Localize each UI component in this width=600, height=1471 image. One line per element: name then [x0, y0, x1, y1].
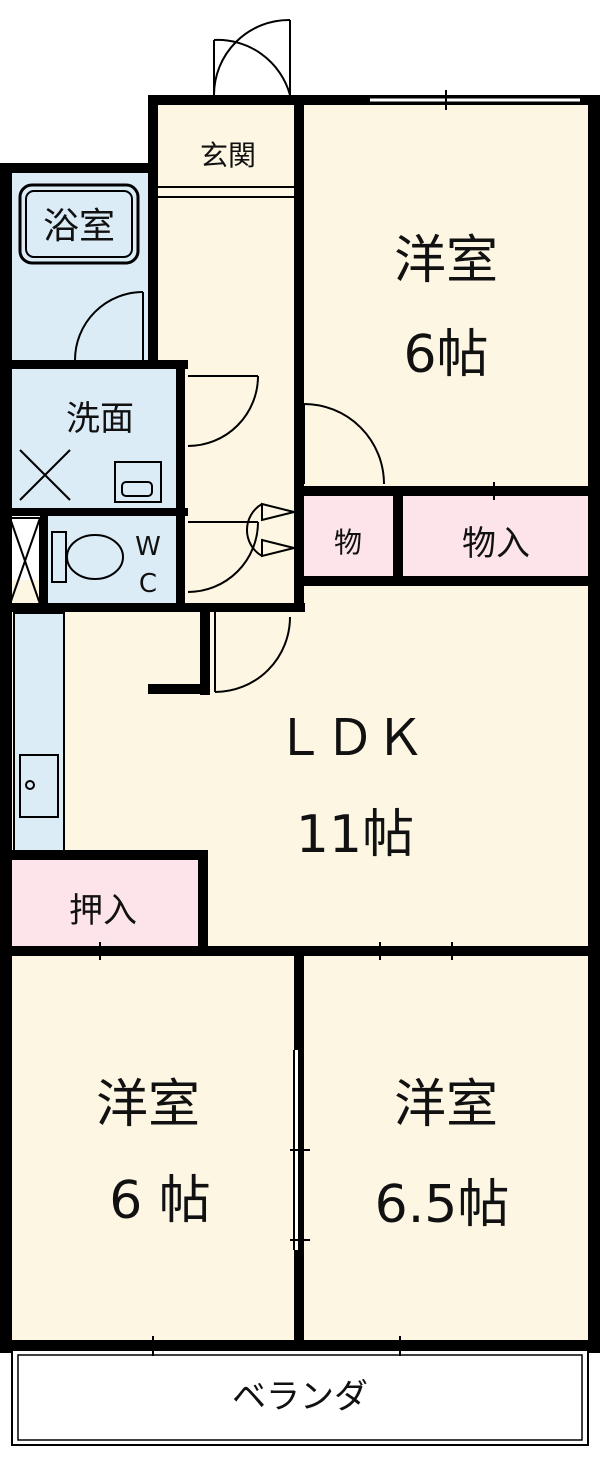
- wall-right: [588, 95, 600, 1353]
- entry-door-arc-2: [213, 18, 291, 96]
- oshiire-label: 押入: [69, 891, 137, 931]
- senmen-fill: [5, 365, 183, 512]
- wall-storage-divider: [393, 486, 403, 582]
- room-sw-size: 6 帖: [109, 1171, 211, 1231]
- senmen-label: 洗面: [66, 399, 134, 439]
- toilet-bowl: [66, 534, 124, 580]
- wall-ne-bottom: [294, 486, 600, 496]
- wall-corridor-right: [294, 100, 304, 612]
- wall-storage-bottom: [294, 576, 600, 586]
- veranda-label: ベランダ: [232, 1377, 368, 1417]
- wc-c-label: C: [139, 569, 157, 599]
- kitchen-counter: [13, 612, 65, 854]
- wall-senmen-right: [176, 360, 185, 610]
- room-sw-name: 洋室: [96, 1075, 200, 1135]
- wc-w-label: W: [135, 532, 161, 562]
- room-ne-fill: [300, 100, 592, 493]
- room-ne-size: 6帖: [403, 325, 488, 385]
- wall-wc-bottom: [0, 603, 305, 612]
- wall-wc-left: [40, 508, 48, 611]
- wall-ldk-stub-h: [148, 684, 210, 694]
- sink: [19, 754, 59, 818]
- room-se-name: 洋室: [394, 1075, 498, 1135]
- ldk-name: ＬＤＫ: [275, 709, 425, 767]
- oshiire-fill: [10, 858, 203, 952]
- wall-top-left: [0, 163, 158, 173]
- room-se-size: 6.5帖: [375, 1175, 510, 1235]
- wall-senmen-bottom: [0, 508, 188, 516]
- wall-ldk-stub-v: [200, 612, 210, 695]
- genkan-label: 玄関: [200, 139, 256, 172]
- walls: [0, 95, 600, 1353]
- room-fills: [5, 100, 592, 1344]
- bath-label: 浴室: [43, 206, 115, 247]
- bathtub: [18, 183, 140, 265]
- room-se-fill: [300, 952, 592, 1344]
- wall-corridor-left: [148, 95, 158, 368]
- details: [9, 18, 589, 1446]
- wall-bath-bottom: [0, 360, 188, 369]
- kitchen-counter-fill: [14, 613, 64, 853]
- mono-small-label: 物: [334, 526, 362, 559]
- wall-left: [0, 163, 12, 1353]
- wall-oshiire-right: [198, 850, 208, 956]
- ldk-size: 11帖: [296, 805, 414, 865]
- mono-large-fill: [398, 493, 592, 578]
- veranda: [11, 1349, 589, 1446]
- room-sw-fill: [10, 952, 300, 1344]
- bath-fill: [5, 170, 153, 365]
- entry-door-arc: [213, 38, 291, 96]
- wall-oshiire-top: [0, 850, 208, 860]
- mono-large-label: 物入: [462, 524, 530, 564]
- labels: 玄関 浴室 洗面 W C 洋室 6帖 物 物入 ＬＤＫ 11帖 押入 洋室 6 …: [43, 139, 530, 1417]
- room-ne-name: 洋室: [394, 231, 498, 291]
- mono-small-fill: [300, 493, 398, 578]
- wall-bedrooms-divider: [294, 946, 304, 1350]
- wash-basin: [114, 461, 162, 503]
